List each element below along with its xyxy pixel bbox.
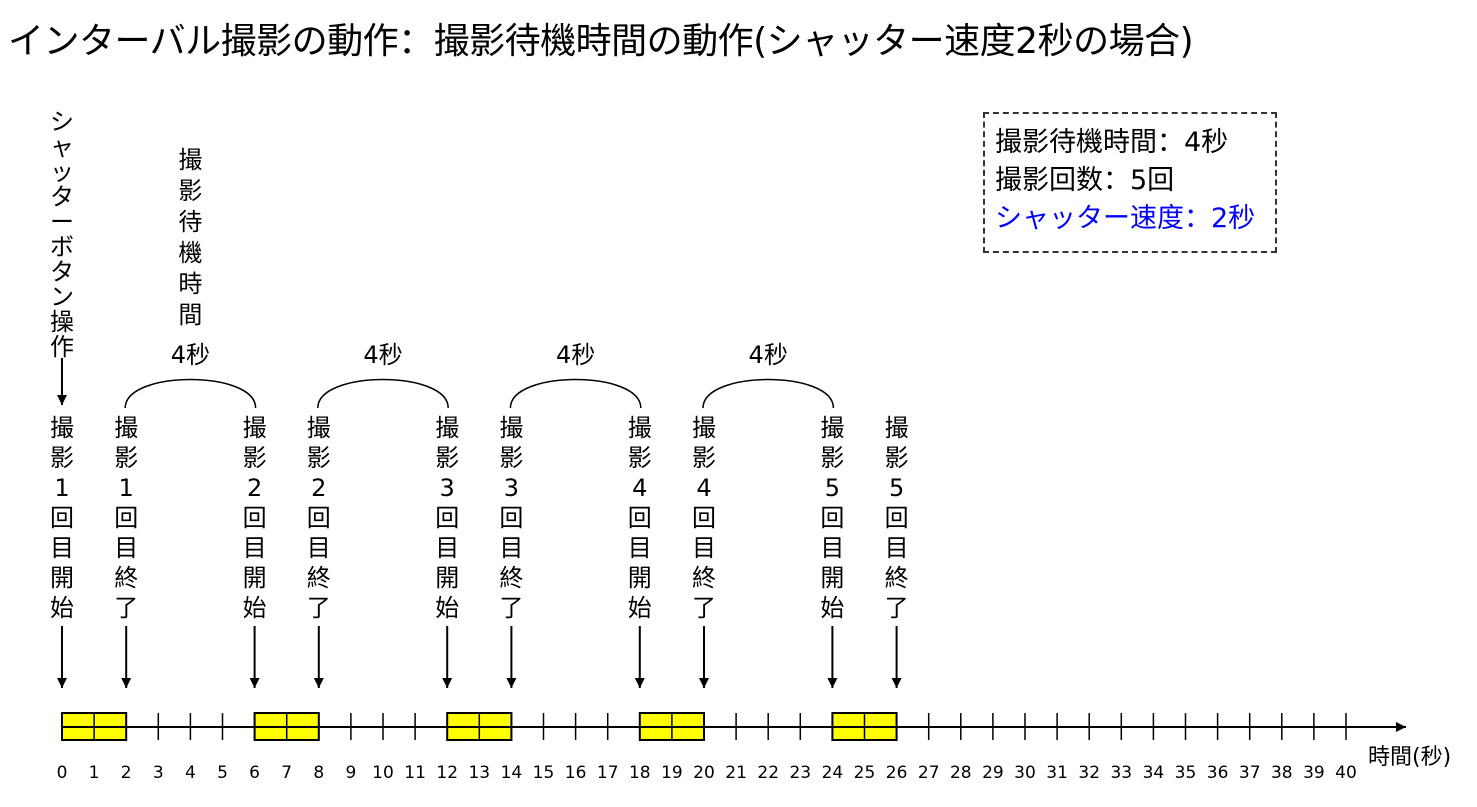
wait-interval-label: 4秒 [171, 341, 210, 369]
tick-label: 20 [693, 763, 715, 783]
legend-wait-time: 撮影待機時間：4秒 [995, 127, 1229, 158]
tick-label: 36 [1207, 763, 1229, 783]
page-title: インターバル撮影の動作：撮影待機時間の動作(シャッター速度2秒の場合) [8, 21, 1194, 62]
tick-label: 29 [982, 763, 1004, 783]
tick-label: 32 [1078, 763, 1100, 783]
legend-shot-count: 撮影回数：5回 [995, 165, 1175, 196]
tick-label: 12 [436, 763, 458, 783]
tick-label: 19 [661, 763, 683, 783]
tick-label: 3 [153, 763, 164, 783]
tick-label: 27 [918, 763, 940, 783]
tick-label: 21 [725, 763, 747, 783]
wait-interval-label: 4秒 [363, 341, 402, 369]
tick-label: 31 [1046, 763, 1068, 783]
tick-label: 8 [313, 763, 324, 783]
tick-label: 40 [1335, 763, 1357, 783]
wait-interval-label: 4秒 [556, 341, 595, 369]
tick-label: 7 [281, 763, 292, 783]
tick-label: 34 [1143, 763, 1165, 783]
tick-label: 39 [1303, 763, 1325, 783]
tick-label: 30 [1014, 763, 1036, 783]
tick-label: 16 [565, 763, 587, 783]
tick-label: 26 [886, 763, 908, 783]
tick-label: 35 [1175, 763, 1197, 783]
tick-label: 17 [597, 763, 619, 783]
tick-label: 6 [249, 763, 260, 783]
tick-label: 22 [757, 763, 779, 783]
wait-interval-bracket [702, 378, 835, 409]
wait-interval-label: 4秒 [749, 341, 788, 369]
time-unit-label: 時間(秒) [1368, 745, 1451, 770]
tick-label: 18 [629, 763, 651, 783]
tick-label: 1 [89, 763, 100, 783]
tick-label: 38 [1271, 763, 1293, 783]
wait-interval-bracket [124, 378, 257, 409]
tick-label: 37 [1239, 763, 1261, 783]
tick-label: 5 [217, 763, 228, 783]
wait-time-vertical-label: 撮影待機時間 [178, 146, 202, 329]
tick-label: 25 [854, 763, 876, 783]
wait-interval-bracket [317, 378, 449, 409]
legend-shutter-speed: シャッター速度：2秒 [995, 203, 1256, 234]
tick-label: 4 [185, 763, 196, 783]
wait-interval-bracket [509, 378, 642, 409]
settings-legend-box: 撮影待機時間：4秒 撮影回数：5回 シャッター速度：2秒 [983, 112, 1277, 253]
tick-label: 11 [404, 763, 426, 783]
tick-label: 33 [1110, 763, 1132, 783]
tick-label: 28 [950, 763, 972, 783]
tick-label: 14 [501, 763, 523, 783]
tick-label: 23 [789, 763, 811, 783]
tick-label: 24 [822, 763, 844, 783]
shutter-button-label: シャッターボタン操作 [50, 108, 74, 361]
tick-label: 15 [533, 763, 555, 783]
tick-label: 13 [468, 763, 490, 783]
tick-label: 2 [121, 763, 132, 783]
tick-label: 10 [372, 763, 394, 783]
tick-label: 9 [345, 763, 356, 783]
tick-label: 0 [57, 763, 68, 783]
